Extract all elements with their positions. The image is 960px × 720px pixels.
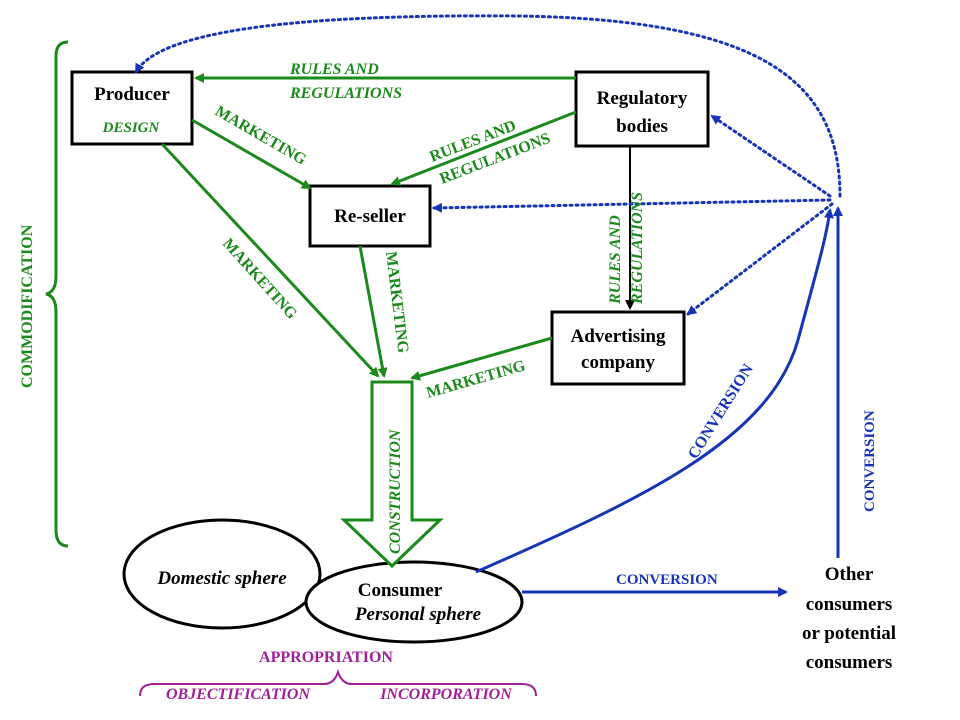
domestic-sphere-label: Domestic sphere xyxy=(156,568,287,589)
label-construction: CONSTRUCTION xyxy=(387,428,404,554)
label-appropriation: APPROPRIATION xyxy=(259,649,393,666)
arrow-conversion-curve xyxy=(475,208,834,574)
label-conversion-curve: CONVERSION xyxy=(685,361,757,462)
regulatory-bodies-node: Regulatory bodies xyxy=(574,70,710,148)
dotted-feedback-to-reseller xyxy=(432,198,832,213)
label-rules-top-line1: RULES AND xyxy=(289,61,379,78)
arrow-regulatory-to-reseller xyxy=(390,110,577,186)
producer-design-label: DESIGN xyxy=(102,120,161,136)
label-marketing-reseller-consumer: MARKETING xyxy=(382,250,411,354)
other-consumers-node: Other consumers or potential consumers xyxy=(802,564,896,673)
label-rules-top-line2: REGULATIONS xyxy=(289,85,402,102)
consumer-label: Consumer xyxy=(358,580,443,601)
dotted-feedback-to-advertising xyxy=(686,202,834,316)
arrow-advertising-to-consumer xyxy=(410,336,553,381)
dotted-feedback-to-producer xyxy=(134,14,842,198)
regulatory-label-line1: Regulatory xyxy=(597,88,688,109)
other-consumers-line1: Other xyxy=(825,564,874,585)
label-rules-vertical-line1: RULES AND xyxy=(607,215,624,305)
consumer-node: Consumer Personal sphere xyxy=(304,560,524,644)
commodification-brace xyxy=(45,40,69,548)
dotted-feedback-to-regulatory xyxy=(710,114,832,198)
advertising-label-line2: company xyxy=(581,352,655,373)
personal-sphere-label: Personal sphere xyxy=(354,604,482,625)
producer-node: Producer DESIGN xyxy=(70,70,194,146)
other-consumers-line2: consumers xyxy=(806,594,893,615)
advertising-company-node: Advertising company xyxy=(550,310,686,386)
appropriation-brace xyxy=(139,668,537,697)
reseller-label: Re-seller xyxy=(334,206,406,227)
other-consumers-line3: or potential xyxy=(802,623,896,644)
label-conversion-horizontal: CONVERSION xyxy=(616,572,718,588)
label-rules-vertical-line2: REGULATIONS xyxy=(629,192,646,305)
regulatory-label-line2: bodies xyxy=(616,116,668,137)
domestic-sphere-node: Domestic sphere xyxy=(122,518,322,630)
label-objectification: OBJECTIFICATION xyxy=(166,686,311,703)
producer-label: Producer xyxy=(94,84,170,105)
label-commodification: COMMODIFICATION xyxy=(19,224,36,388)
label-conversion-vertical: CONVERSION xyxy=(862,410,878,512)
reseller-node: Re-seller xyxy=(308,184,432,248)
arrow-producer-to-consumer xyxy=(160,142,380,378)
arrow-reseller-to-consumer xyxy=(358,245,388,378)
advertising-label-line1: Advertising xyxy=(571,326,667,347)
label-marketing-advertising-consumer: MARKETING xyxy=(424,357,527,402)
arrow-producer-to-reseller xyxy=(191,118,312,190)
other-consumers-line4: consumers xyxy=(806,652,893,673)
construction-arrow xyxy=(340,380,444,569)
label-incorporation: INCORPORATION xyxy=(379,686,513,703)
